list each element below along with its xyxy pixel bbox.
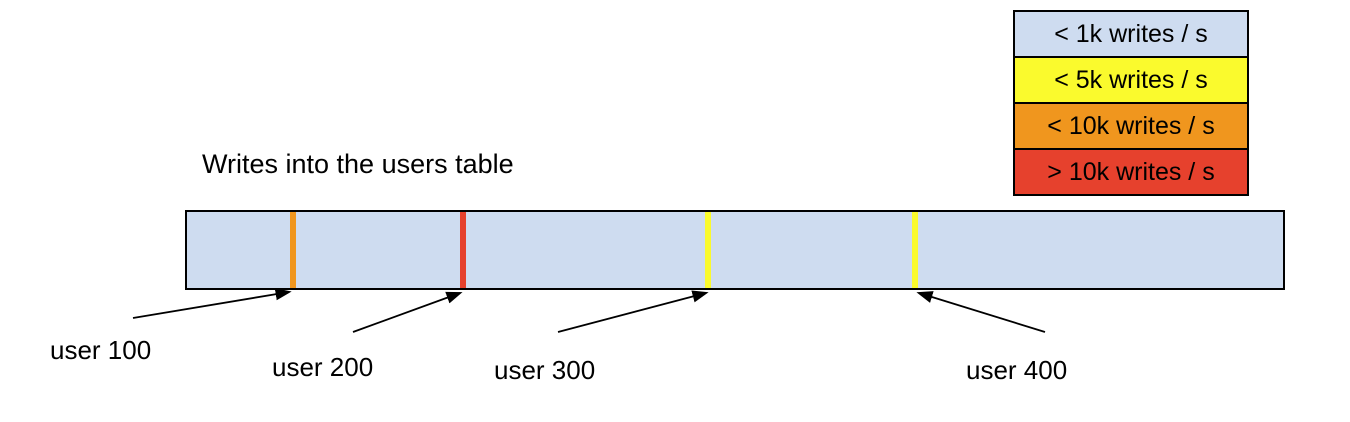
legend-row-lt-10k: < 10k writes / s bbox=[1015, 104, 1247, 150]
users-table-bar bbox=[185, 210, 1285, 290]
write-rate-marker-user-400 bbox=[912, 212, 918, 288]
legend-row-gt-10k: > 10k writes / s bbox=[1015, 150, 1247, 194]
user-label-200: user 200 bbox=[272, 352, 374, 382]
legend: < 1k writes / s < 5k writes / s < 10k wr… bbox=[1013, 10, 1249, 196]
write-rate-marker-user-200 bbox=[460, 212, 466, 288]
legend-row-lt-5k: < 5k writes / s bbox=[1015, 58, 1247, 104]
arrow-user-200 bbox=[352, 291, 463, 333]
write-rate-marker-user-300 bbox=[705, 212, 711, 288]
legend-row-lt-1k: < 1k writes / s bbox=[1015, 12, 1247, 58]
diagram-title: Writes into the users table bbox=[202, 149, 514, 179]
arrow-user-300 bbox=[557, 290, 709, 333]
user-label-400: user 400 bbox=[966, 355, 1068, 385]
user-label-300: user 300 bbox=[494, 355, 596, 385]
arrow-user-100 bbox=[132, 288, 292, 319]
write-rate-marker-user-100 bbox=[290, 212, 296, 288]
arrow-user-400 bbox=[916, 291, 1046, 333]
user-label-100: user 100 bbox=[50, 335, 152, 365]
